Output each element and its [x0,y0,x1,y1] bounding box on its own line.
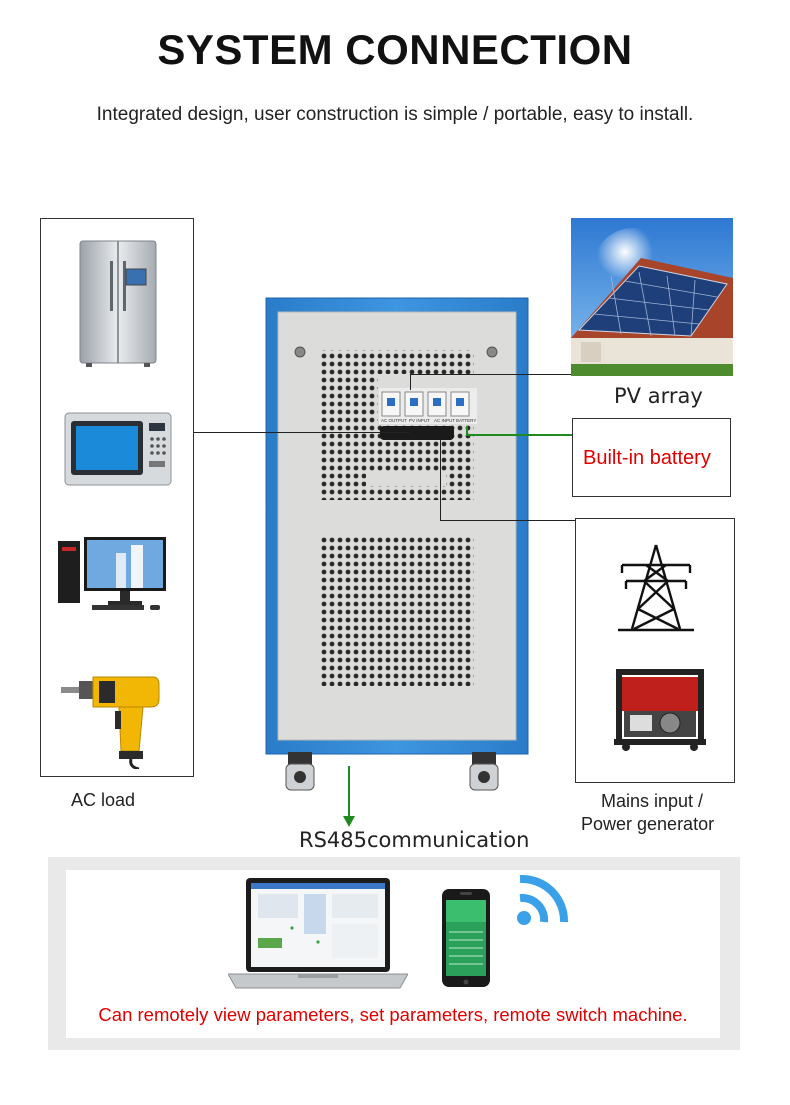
pv-array-image [571,218,733,376]
ac-load-connector [194,432,410,433]
mains-box [575,518,735,783]
mains-connector-vertical [440,440,441,521]
inverter-cabinet [265,297,529,791]
pv-array-label: PV array [614,384,703,408]
cable-port [380,426,454,440]
ac-load-label: AC load [71,790,136,810]
rs485-label: RS485communication [299,828,530,852]
desktop-computer-icon [58,537,166,610]
breaker-label-battery: BATTERY [456,418,477,423]
built-in-battery-box [572,418,731,497]
microwave-icon [64,412,172,486]
remote-description: Can remotely view parameters, set parame… [98,1004,688,1025]
built-in-battery-label: Built-in battery [583,447,711,469]
breaker-label-ac-output: AC OUTPUT [381,418,408,423]
refrigerator-icon [79,240,157,367]
laptop-icon [228,878,408,989]
wifi-icon [517,874,569,925]
mains-label-line1: Mains input / [601,791,704,811]
generator-icon [614,669,706,751]
battery-connector-horizontal [466,434,572,436]
remote-panel-inner [66,870,720,1038]
breaker-label-pv-input: PV INPUT [409,418,430,423]
ac-load-box [40,218,194,777]
rs485-arrow [343,766,355,827]
page-subtitle: Integrated design, user construction is … [96,104,694,125]
smartphone-icon [442,889,490,987]
power-tower-icon [618,544,694,632]
breaker-label-ac-input: AC INPUT [434,418,456,423]
power-drill-icon [61,676,160,769]
pv-connector-horizontal [410,374,571,375]
page-title: SYSTEM CONNECTION [157,26,633,73]
breaker-panel [379,388,477,424]
mains-connector-horizontal [440,520,575,521]
mains-label-line2: Power generator [581,814,715,834]
pv-connector-vertical [410,374,411,390]
battery-connector-vertical [466,426,468,436]
